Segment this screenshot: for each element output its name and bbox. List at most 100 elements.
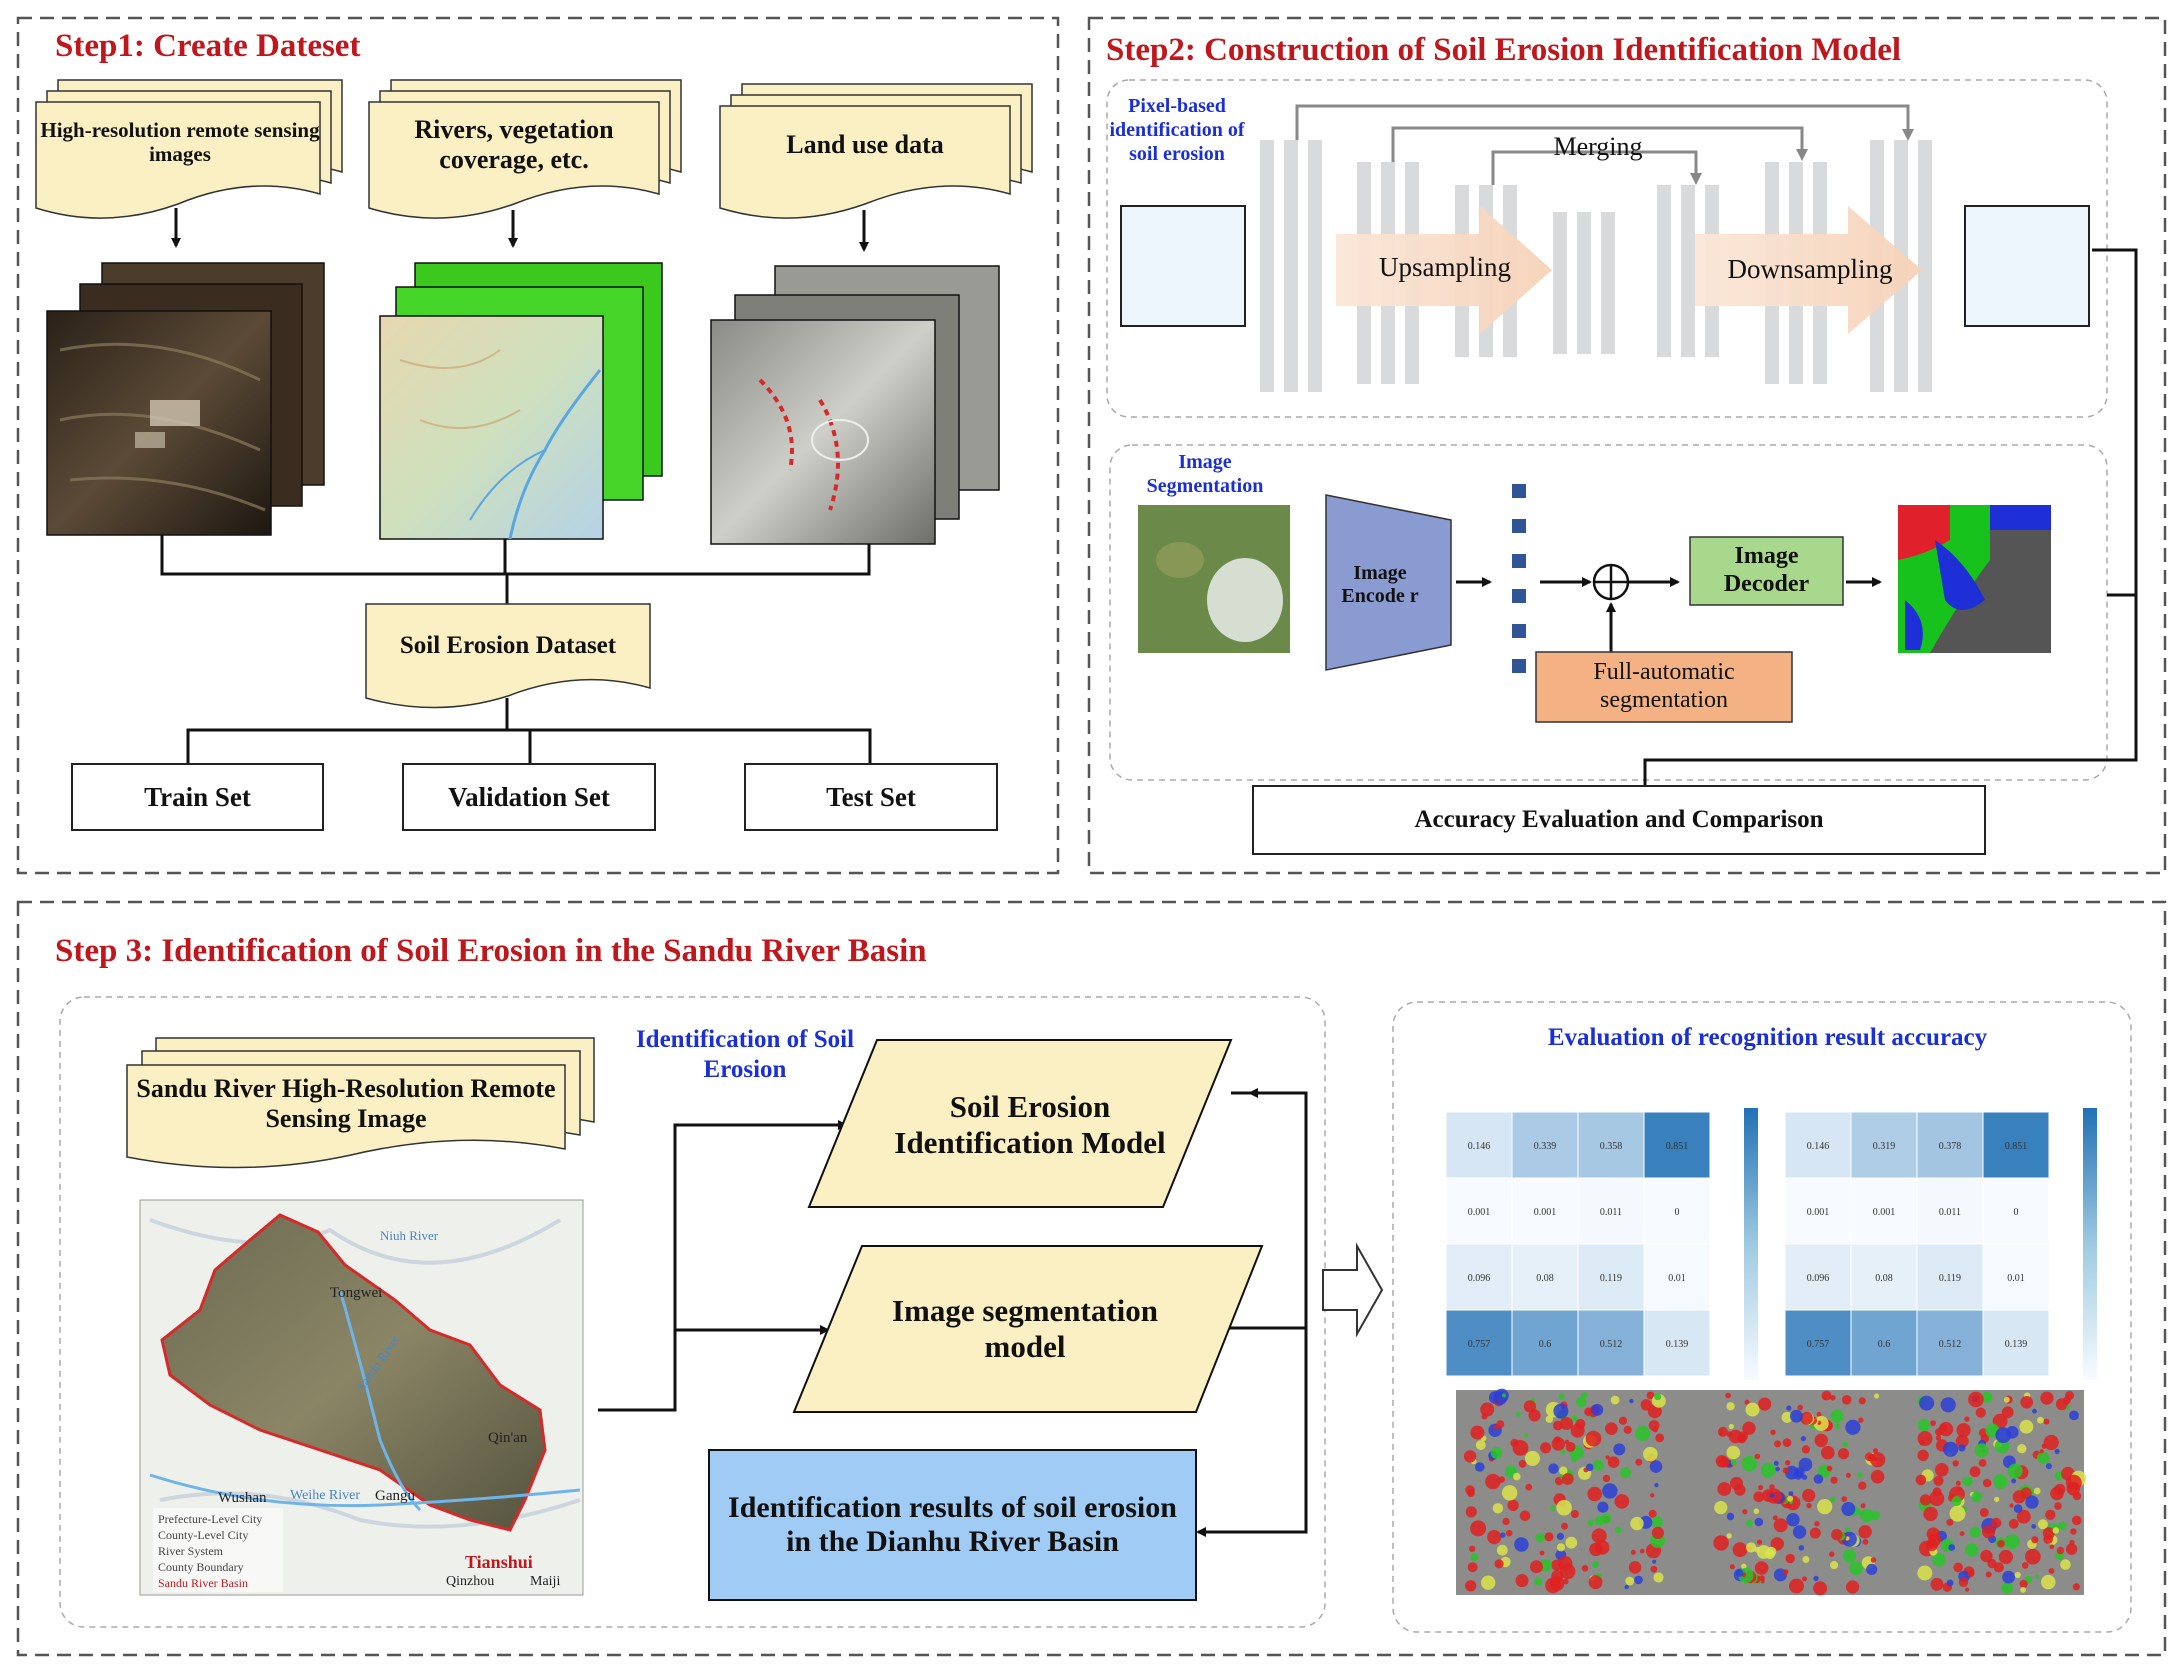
- source-label: Sandu River High-Resolution Remote Sensi…: [136, 1074, 556, 1133]
- heatmap-2-value: 0.096: [1807, 1273, 1830, 1284]
- heatmap-1-cell: [1643, 1177, 1711, 1245]
- map-place-gangu: Gangu: [375, 1488, 415, 1504]
- evaluation-subpanel: [1392, 1001, 2132, 1633]
- upsampling-label: Upsampling: [1379, 252, 1511, 283]
- segmentation-subpanel: [1109, 444, 2108, 781]
- heatmap-2-colorbar: [2083, 1108, 2097, 1380]
- heatmap-2-cell: [1982, 1177, 2050, 1245]
- heatmap-1-value: 0.512: [1600, 1339, 1623, 1350]
- map-place-wushan: Wushan: [218, 1490, 267, 1506]
- heatmap-1-value: 0.358: [1600, 1141, 1623, 1152]
- map-place-maiji: Maiji: [530, 1574, 561, 1589]
- skip-connections: [1295, 104, 1914, 185]
- step3-panel: [16, 900, 2167, 1657]
- map-legend-4: County Boundary: [158, 1560, 244, 1574]
- heatmap-2-value: 0.146: [1807, 1141, 1830, 1152]
- heatmap-1-value: 0.146: [1468, 1141, 1491, 1152]
- heatmap-2-value: 0.6: [1878, 1339, 1891, 1350]
- model2-shape: [792, 1245, 1264, 1413]
- map-place-qinzhou: Qinzhou: [446, 1574, 495, 1589]
- ident-label: Identification of Soil Erosion: [635, 1026, 855, 1083]
- source-label-2: Rivers, vegetation coverage, etc.: [414, 115, 614, 174]
- step1-title: Step1: Create Dateset: [55, 28, 361, 64]
- map-place-tianshui: Tianshui: [465, 1552, 533, 1572]
- map-place-qinan: Qin'an: [488, 1430, 528, 1446]
- heatmap-2-cell: [1784, 1309, 1852, 1377]
- dataset-label: Soil Erosion Dataset: [399, 631, 617, 659]
- accuracy-box: Accuracy Evaluation and Comparison: [1252, 785, 1986, 855]
- heatmap-1-value: 0.119: [1600, 1273, 1622, 1284]
- paper-stack-2: [368, 79, 682, 219]
- step1-panel: [16, 16, 1060, 875]
- results-box: [708, 1449, 1197, 1601]
- heatmap-1-cell: [1511, 1243, 1579, 1311]
- model1-label: Soil Erosion Identification Model: [894, 1088, 1166, 1160]
- heatmap-1-value: 0.001: [1534, 1207, 1557, 1218]
- encoder-label: Image Encode r: [1341, 562, 1419, 607]
- seg-label: Image Segmentation: [1146, 451, 1264, 497]
- merging-label: Merging: [1553, 132, 1643, 162]
- map-legend-1: Prefecture-Level City: [158, 1512, 263, 1526]
- hollow-arrow: [1322, 1242, 1384, 1338]
- identification-subpanel: [59, 996, 1326, 1628]
- join-line: [160, 535, 871, 576]
- landuse-image-stack: [710, 265, 1000, 545]
- source-label-3: Land use data: [786, 130, 944, 160]
- heatmap-1-cell: [1577, 1309, 1645, 1377]
- map-place-tongwei: Tongwei: [330, 1285, 383, 1301]
- heatmap-1-value: 0.011: [1600, 1207, 1622, 1218]
- heatmap-1-cell: [1577, 1243, 1645, 1311]
- heatmap-2-cell: [1982, 1309, 2050, 1377]
- heatmap-2-cell: [1916, 1243, 1984, 1311]
- heatmap-1-value: 0.08: [1536, 1273, 1554, 1284]
- heatmap-1-value: 0: [1675, 1207, 1680, 1218]
- heatmap-1-value: 0.096: [1468, 1273, 1491, 1284]
- downsampling-arrow: [1695, 206, 1922, 334]
- heatmap-2-cell: [1850, 1243, 1918, 1311]
- heatmap-2-value: 0.378: [1939, 1141, 1962, 1152]
- heatmap-1-cell: [1445, 1177, 1513, 1245]
- train-set-box: Train Set: [71, 763, 324, 831]
- heatmap-2-value: 0.001: [1873, 1207, 1896, 1218]
- arrow-to-model1: [598, 1120, 848, 1412]
- test-set-box: Test Set: [744, 763, 998, 831]
- heatmap-1-cell: [1577, 1177, 1645, 1245]
- eval-title: Evaluation of recognition result accurac…: [1547, 1024, 1988, 1051]
- full-auto-box: [1535, 651, 1793, 723]
- step3-title: Step 3: Identification of Soil Erosion i…: [55, 933, 927, 969]
- paper-stack-1: [35, 79, 343, 219]
- map-legend-2: County-Level City: [158, 1528, 249, 1542]
- unet-input-box: [1120, 205, 1246, 327]
- satellite-image-stack: [46, 262, 325, 536]
- downsampling-label: Downsampling: [1727, 254, 1893, 285]
- unet-bars: [1260, 140, 1932, 392]
- heatmap-2-value: 0.08: [1875, 1273, 1893, 1284]
- validation-set-box: Validation Set: [402, 763, 656, 831]
- heatmap-2-value: 0.851: [2005, 1141, 2028, 1152]
- heatmap-2-cell: [1850, 1309, 1918, 1377]
- heatmap-2-cell: [1850, 1177, 1918, 1245]
- heatmap-1-value: 0.139: [1666, 1339, 1689, 1350]
- heatmap-1-value: 0.6: [1539, 1339, 1552, 1350]
- image-decoder-box: [1689, 536, 1844, 606]
- heatmap-2-value: 0.319: [1873, 1141, 1896, 1152]
- heatmap-1-cell: [1643, 1309, 1711, 1377]
- heatmap-2-value: 0.757: [1807, 1339, 1830, 1350]
- heatmap-2-value: 0.139: [2005, 1339, 2028, 1350]
- upsampling-arrow: [1336, 206, 1552, 334]
- heatmap-1-cell: [1511, 1111, 1579, 1179]
- heatmap-1-value: 0.339: [1534, 1141, 1557, 1152]
- unet-output-box: [1964, 205, 2090, 327]
- heatmap-2-value: 0: [2014, 1207, 2019, 1218]
- map-legend-5: Sandu River Basin: [158, 1576, 248, 1590]
- heatmap-1-value: 0.001: [1468, 1207, 1491, 1218]
- map-river-niuh: Niuh River: [380, 1228, 439, 1243]
- heatmap-2-value: 0.011: [1939, 1207, 1961, 1218]
- heatmap-1-value: 0.757: [1468, 1339, 1491, 1350]
- step2-panel: [1087, 16, 2167, 875]
- results-label: Identification results of soil erosion i…: [728, 1490, 1177, 1559]
- model1-shape: [807, 1039, 1233, 1208]
- heatmap-2-cell: [1982, 1111, 2050, 1179]
- decoder-label: Image Decoder: [1723, 543, 1810, 597]
- seg-output-image: [1898, 505, 2051, 653]
